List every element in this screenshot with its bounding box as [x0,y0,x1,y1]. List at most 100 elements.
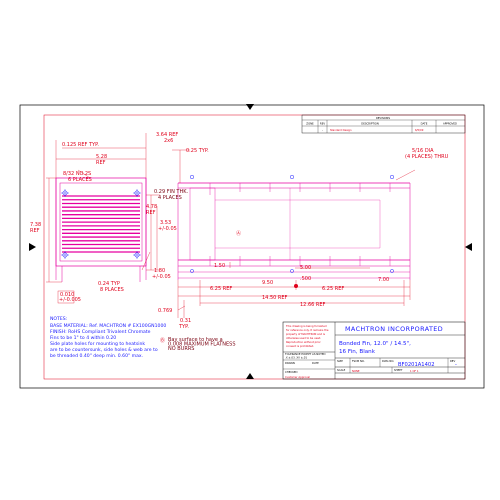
b-note-3: NO BURRS [168,346,194,352]
thru-hole-1-icon [189,174,195,180]
thru-hole-2-icon [289,174,295,180]
size-label: SIZE [337,359,343,363]
prop-line-6: consent is prohibited. [286,344,314,348]
dim-5ea-thru: (4 PLACES) THRU [405,154,449,160]
notes-heading: NOTES: [50,316,68,322]
rev-row-rev: - [322,129,323,132]
sheet-label: SHEET [394,368,403,372]
rev-header-zone: ZONE [306,122,314,126]
prop-line-2: for reference only. It remains the [286,328,329,332]
center-mark-left [29,243,36,251]
rev-header-approved: APPROVED [443,122,457,126]
marker-b: Ⓑ [160,337,165,344]
dim-950: 9.50 [262,280,273,286]
end-view [55,177,147,282]
rev-label: REV [450,359,455,363]
thru-hole-3-icon [389,174,395,180]
dim-738: 7.38 [30,222,41,228]
checked-label: CHECKED [285,370,298,374]
dim-625-right: 6.25 REF [322,286,344,292]
rev-row-date: 6/5/09 [415,128,424,132]
dim-0769: 0.769 [158,308,172,314]
dim-180: 1.80 [154,268,165,274]
fin-stack [62,195,140,253]
hole-bl-icon [61,251,69,259]
hole-tr-icon [133,189,141,197]
revisions-title: REVISIONS [376,116,390,120]
scale-label: SCALE [337,368,346,372]
dim-738-ref: REF [30,228,40,234]
fscm-label: FSCM NO. [352,359,365,363]
center-mark-top [246,104,254,110]
scale-value: NONE [352,369,360,373]
dim-180-tol: +/-0.05 [152,274,171,280]
rev-header-rev: REV [320,122,325,126]
dim-024: 0.24 TYP [98,281,120,287]
dim-5ea: 5/16 DIA [412,148,434,154]
customer-approval: Customer Approval [285,375,310,379]
dim-364: 3.64 REF [156,132,178,138]
company-name: MACHTRON INCORPORATED [345,325,443,333]
dim-528-ref: REF [96,160,106,166]
tolerance-title: TOLERANCE EXCEPT AS NOTED [285,352,326,356]
side-view [177,174,411,288]
rev-row-description: Standard Design [330,128,352,132]
dim-r2: +/-0.005 [59,297,81,303]
dim-353-tol: +/-0.05 [158,226,177,232]
notes-line-2: FINISH: RoHS Compliant Trivalent Chromat… [50,329,151,335]
side-hole-2-icon [290,269,294,273]
dim-031: 0.31 [180,318,191,324]
center-mark-right [465,243,472,251]
dim-2x6: 2x6 [164,138,173,144]
dim-500: 5.00 [300,265,311,271]
dim-8-places: 8 PLACES [100,287,124,293]
marker-a: Ⓐ [236,230,241,237]
dim-1266: 12.66 REF [300,302,326,308]
center-mark-bottom [246,373,254,379]
tolerance-line-1: .X ±.03 .XX ±.01 [285,356,307,360]
dim-353: 3.53 [160,220,171,226]
drawing-title-2: 16 Fin, Blank [339,349,376,355]
dwg-label: DWG NO. [382,359,394,363]
prop-line-4: otherwise used to be used. [286,336,321,340]
dim-478-ref: REF [146,210,156,216]
title-block: This drawing is being furnished for refe… [282,321,466,380]
rev-header-date: DATE [421,122,428,126]
dim-832: 8/32 NO.2S [63,171,91,177]
b-note-1: Bay surface to have a [168,337,223,343]
revisions-table: REVISIONS ZONE REV DESCRIPTION DATE APPR… [301,114,466,134]
side-view-dims [172,149,416,318]
drawing-title-1: Bonded Fin, 12.0" / 14.5", [339,341,411,347]
drawn-label: DRAWN [285,361,295,365]
datum-box-icon [57,290,75,304]
dim-r1: 0.010 [60,292,74,298]
notes-line-4: Side plate holes for mounting to heatsin… [50,341,145,347]
dim-6-places: 6 PLACES [68,177,92,183]
dimension-labels: 0.125 REF TYP. 3.64 REF 2x6 5.28 REF 0.2… [30,132,449,330]
notes-line-5: are to be countersunk, side holes & web … [50,347,158,353]
drawing-rev: - [455,362,457,368]
side-hole-1-icon [190,269,194,273]
dim-528: 5.28 [96,154,107,160]
hole-br-icon [133,251,141,259]
notes-line-3: Fins to be 1" to 4 within 0.20 [50,335,116,341]
date-label: DATE [312,361,319,365]
side-hole-3-icon [390,269,394,273]
sheet-value: 1 OF 1 [410,369,419,373]
dim-0125: 0.125 REF TYP. [62,142,99,148]
dim-4-places: 4 PLACES [158,195,182,201]
notes-block: NOTES: BASE MATERIAL: Ref. MACHTRON # EX… [50,316,166,359]
prop-line-1: This drawing is being furnished [286,324,327,328]
notes-line-6: be threaded 0.40" deep min. 0.60" max. [50,353,143,359]
hole-tl-icon [61,189,69,197]
dim-029: 0.29 FIN THK. [154,189,188,195]
dim-025-typ: 0.25 TYP. [186,148,209,154]
dim-478: 4.78 [146,204,157,210]
rev-header-description: DESCRIPTION [361,122,379,126]
notes-line-1: BASE MATERIAL: Ref. MACHTRON # EX100GN10… [50,323,166,329]
prop-line-3: property of MACHTRON and is [286,332,326,336]
b-note-2: 0.008 MAXIMUM FLATNESS [168,342,236,348]
dim-150: 1.50 [214,263,225,269]
drawing-number: BF0201A1402 [398,362,435,368]
